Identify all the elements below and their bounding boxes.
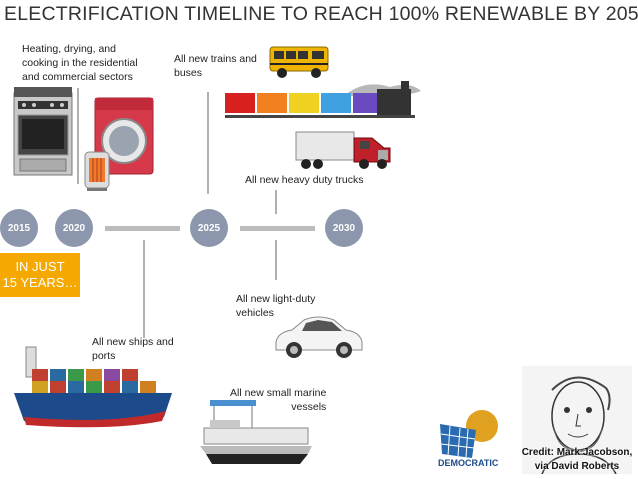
badge-line-2: 15 YEARS…	[0, 275, 80, 291]
logo-text: DEMOCRATIC	[438, 458, 498, 468]
year-2015: 2015	[0, 209, 38, 247]
caption-trucks: All new heavy duty trucks	[245, 173, 363, 187]
caption-trains-line-1: All new trains and	[174, 52, 257, 66]
boat-image	[200, 398, 316, 468]
credit-line-1: Credit: Mark Jacobson,	[517, 446, 637, 460]
connector-trains	[207, 92, 209, 194]
truck-image	[294, 126, 394, 172]
badge-line-1: IN JUST	[0, 259, 80, 275]
year-2020: 2020	[55, 209, 93, 247]
democratic-logo: DEMOCRATIC	[436, 408, 506, 470]
car-image	[272, 312, 364, 360]
heater-image	[83, 150, 111, 192]
credit-line-2: via David Roberts	[517, 460, 637, 474]
caption-heating-line-1: Heating, drying, and	[22, 42, 138, 56]
caption-vehicles-line-1: All new light-duty	[236, 292, 315, 306]
caption-heating: Heating, drying, and cooking in the resi…	[22, 42, 138, 84]
train-image	[225, 77, 423, 123]
time-badge: IN JUST 15 YEARS…	[0, 253, 80, 297]
connector-heating	[77, 88, 79, 184]
bus-image	[268, 41, 330, 79]
timeline-bar-1	[105, 226, 180, 231]
connector-vehicles	[275, 240, 277, 280]
ship-image	[12, 345, 178, 431]
year-2025: 2025	[190, 209, 228, 247]
stove-image	[12, 85, 74, 177]
timeline-bar-2	[240, 226, 315, 231]
caption-heating-line-2: cooking in the residential	[22, 56, 138, 70]
year-2030: 2030	[325, 209, 363, 247]
page-title: ELECTRIFICATION TIMELINE TO REACH 100% R…	[4, 3, 638, 26]
caption-heating-line-3: and commercial sectors	[22, 70, 138, 84]
credit: Credit: Mark Jacobson, via David Roberts	[517, 446, 637, 474]
caption-trains: All new trains and buses	[174, 52, 257, 80]
connector-trucks	[275, 190, 277, 214]
connector-ships	[143, 240, 145, 338]
